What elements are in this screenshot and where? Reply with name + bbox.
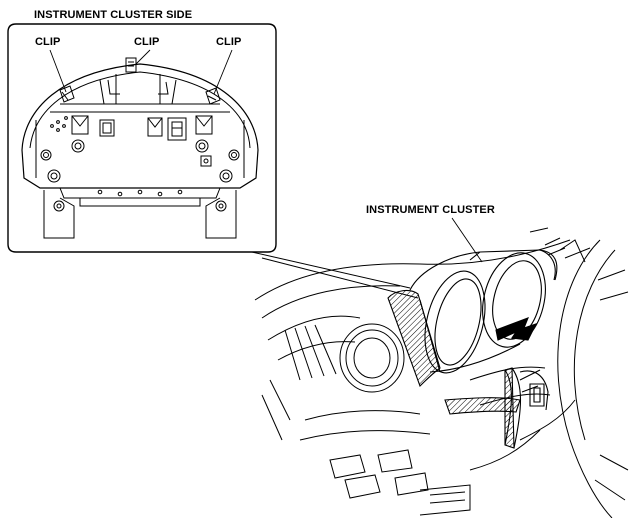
cluster-rear-view	[22, 58, 258, 238]
instrument-cluster-in-car	[388, 246, 557, 448]
callout-frame	[8, 24, 276, 252]
clip-label-center: CLIP	[134, 36, 160, 48]
callout-leader-lower	[262, 258, 418, 298]
dashboard-scene	[255, 228, 628, 518]
clip-label-right: CLIP	[216, 36, 242, 48]
clip-leader-center	[136, 50, 150, 64]
clip-label-left: CLIP	[35, 36, 61, 48]
cluster-side-title: INSTRUMENT CLUSTER SIDE	[34, 9, 193, 21]
instrument-cluster-leader	[452, 218, 482, 262]
instrument-cluster-label: INSTRUMENT CLUSTER	[366, 204, 495, 216]
clip-leader-left	[50, 50, 66, 92]
